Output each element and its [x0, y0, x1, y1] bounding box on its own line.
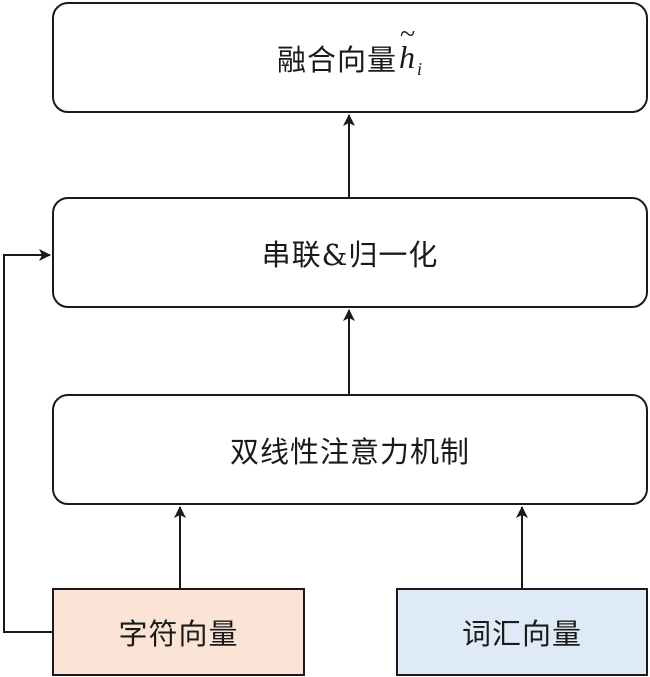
- bilinear-attention-label: 双线性注意力机制: [229, 434, 470, 469]
- char-vector-label: 字符向量: [118, 617, 239, 651]
- symbol-subscript: i: [417, 59, 424, 79]
- tilde-accent: ~: [400, 19, 417, 50]
- fusion-vector-label: 融合向量: [276, 42, 397, 77]
- concat-normalize-box: 串联&归一化: [52, 197, 648, 308]
- symbol-h: h: [399, 39, 416, 75]
- word-vector-label: 词汇向量: [461, 617, 582, 651]
- fusion-vector-symbol: ~ hi: [399, 19, 424, 79]
- word-vector-box: 词汇向量: [396, 588, 648, 676]
- concat-normalize-label: 串联&归一化: [261, 237, 439, 272]
- char-vector-box: 字符向量: [52, 588, 305, 676]
- bilinear-attention-box: 双线性注意力机制: [52, 394, 648, 505]
- arrow-char-bypass-to-concat: [3, 249, 52, 633]
- fusion-vector-box: 融合向量 ~ hi: [52, 2, 648, 113]
